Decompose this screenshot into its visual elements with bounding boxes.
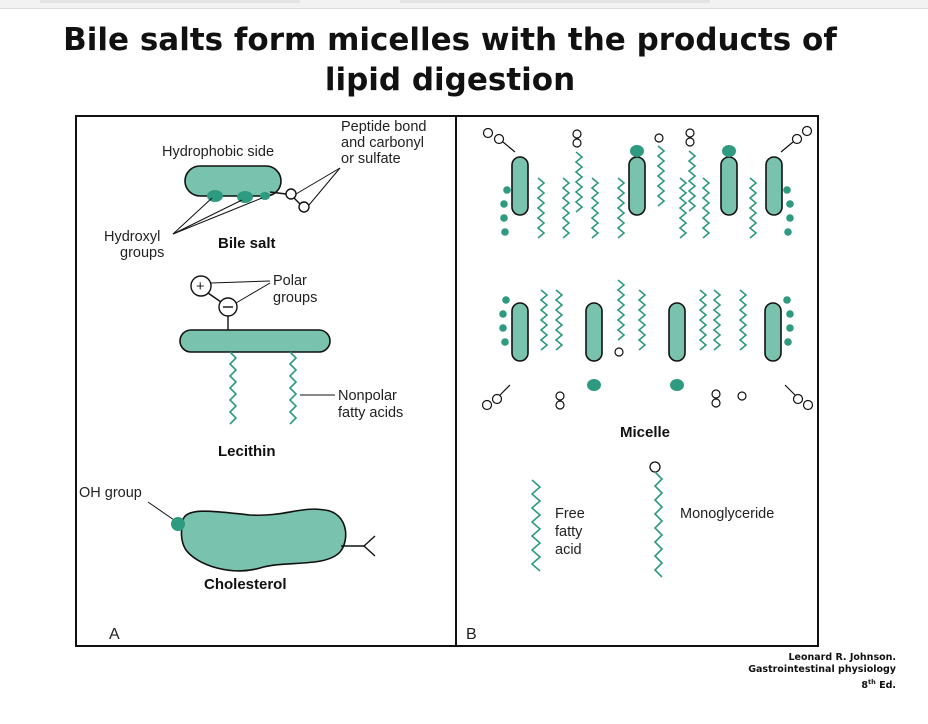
label-free-fatty-acid: acid: [555, 542, 582, 558]
label-micelle: Micelle: [620, 424, 670, 441]
cholesterol-molecule: [171, 508, 376, 572]
bile-salt-molecule: [184, 165, 310, 213]
label-hydroxyl-groups: Hydroxyl: [104, 229, 160, 245]
leader-line: [308, 167, 341, 206]
panel-a-letter: A: [109, 626, 120, 643]
browser-tab: [40, 0, 300, 3]
leader-line: [235, 282, 271, 304]
leader-line: [172, 197, 213, 235]
label-hydrophobic-side: Hydrophobic side: [162, 144, 274, 160]
credit-edition: 8th Ed.: [861, 678, 896, 692]
free-fatty-acid-molecule: [530, 479, 542, 572]
lecithin-molecule: +: [179, 275, 331, 425]
monoglyceride-molecule: [649, 461, 664, 578]
label-peptide-bond: Peptide bond: [341, 119, 426, 135]
label-free-fatty-acid: Free: [555, 506, 585, 522]
panel-b-letter: B: [466, 626, 477, 643]
label-nonpolar-fatty-acids: fatty acids: [338, 405, 403, 421]
label-free-fatty-acid: fatty: [555, 524, 583, 540]
label-peptide-bond: or sulfate: [341, 151, 401, 167]
label-nonpolar-fatty-acids: Nonpolar: [338, 388, 397, 404]
leader-line: [172, 197, 263, 235]
leader-line: [147, 501, 175, 521]
label-polar-groups: groups: [273, 290, 317, 306]
leader-line: [210, 280, 271, 284]
label-lecithin: Lecithin: [218, 443, 276, 460]
slide-title: Bile salts form micelles with the produc…: [63, 22, 837, 98]
browser-tab: [400, 0, 710, 3]
credit-book: Gastrointestinal physiology: [748, 664, 896, 675]
source-credit: Leonard R. Johnson. Gastrointestinal phy…: [748, 652, 896, 692]
label-cholesterol: Cholesterol: [204, 576, 287, 593]
plus-charge: +: [196, 279, 204, 295]
leader-line: [172, 199, 243, 235]
credit-author: Leonard R. Johnson.: [788, 652, 896, 663]
leader-line: [295, 167, 341, 195]
label-monoglyceride: Monoglyceride: [680, 506, 774, 522]
label-bile-salt: Bile salt: [218, 235, 276, 252]
micelle: [481, 125, 814, 411]
label-oh-group: OH group: [79, 485, 142, 501]
label-polar-groups: Polar: [273, 273, 307, 289]
panel-b-frame: [455, 115, 819, 647]
label-hydroxyl-groups: groups: [120, 245, 164, 261]
label-peptide-bond: and carbonyl: [341, 135, 424, 151]
window-top-strip: [0, 0, 928, 9]
